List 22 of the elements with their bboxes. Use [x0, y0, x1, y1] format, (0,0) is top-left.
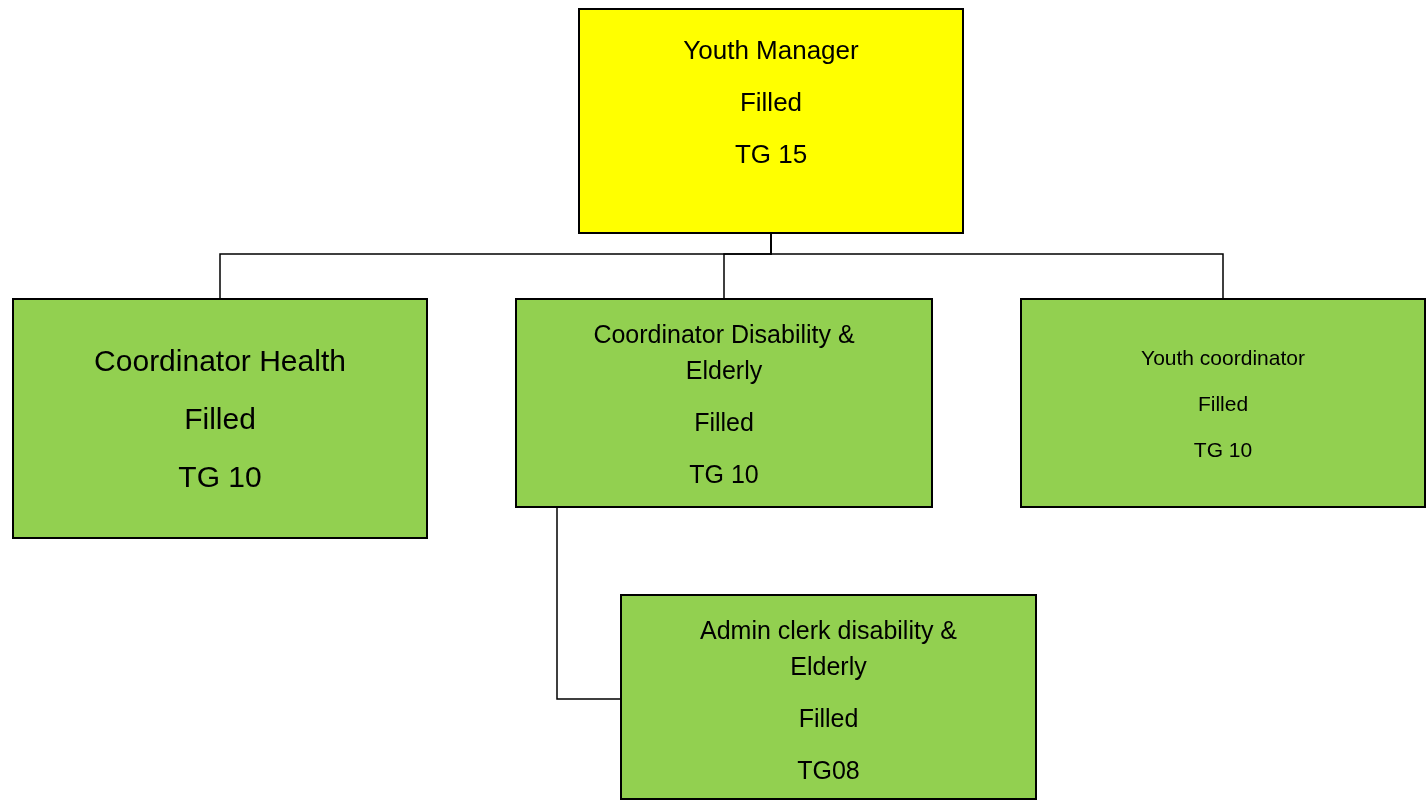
grade-text: TG 10: [689, 459, 759, 490]
position-title: Youth Manager: [683, 34, 859, 67]
grade-text: TG 10: [1193, 437, 1253, 463]
connector-line: [556, 507, 621, 700]
position-title: Admin clerk disability & Elderly: [699, 615, 958, 682]
position-title: Coordinator Disability & Elderly: [592, 319, 856, 386]
position-box: [1020, 298, 1426, 508]
position-box: [515, 298, 933, 508]
grade-text: TG08: [797, 755, 860, 786]
position-box: [12, 298, 428, 539]
status-text: Filled: [184, 401, 256, 437]
grade-text: TG 10: [178, 459, 262, 495]
position-title: Coordinator Health: [94, 343, 346, 379]
connector-line: [770, 233, 1224, 299]
position-title: Youth coordinator: [1141, 345, 1305, 371]
position-box: [578, 8, 964, 234]
position-box: [620, 594, 1037, 800]
status-text: Filled: [739, 86, 803, 119]
status-text: Filled: [1197, 391, 1249, 417]
grade-text: TG 15: [734, 138, 808, 171]
status-text: Filled: [694, 407, 754, 438]
status-text: Filled: [798, 703, 859, 734]
